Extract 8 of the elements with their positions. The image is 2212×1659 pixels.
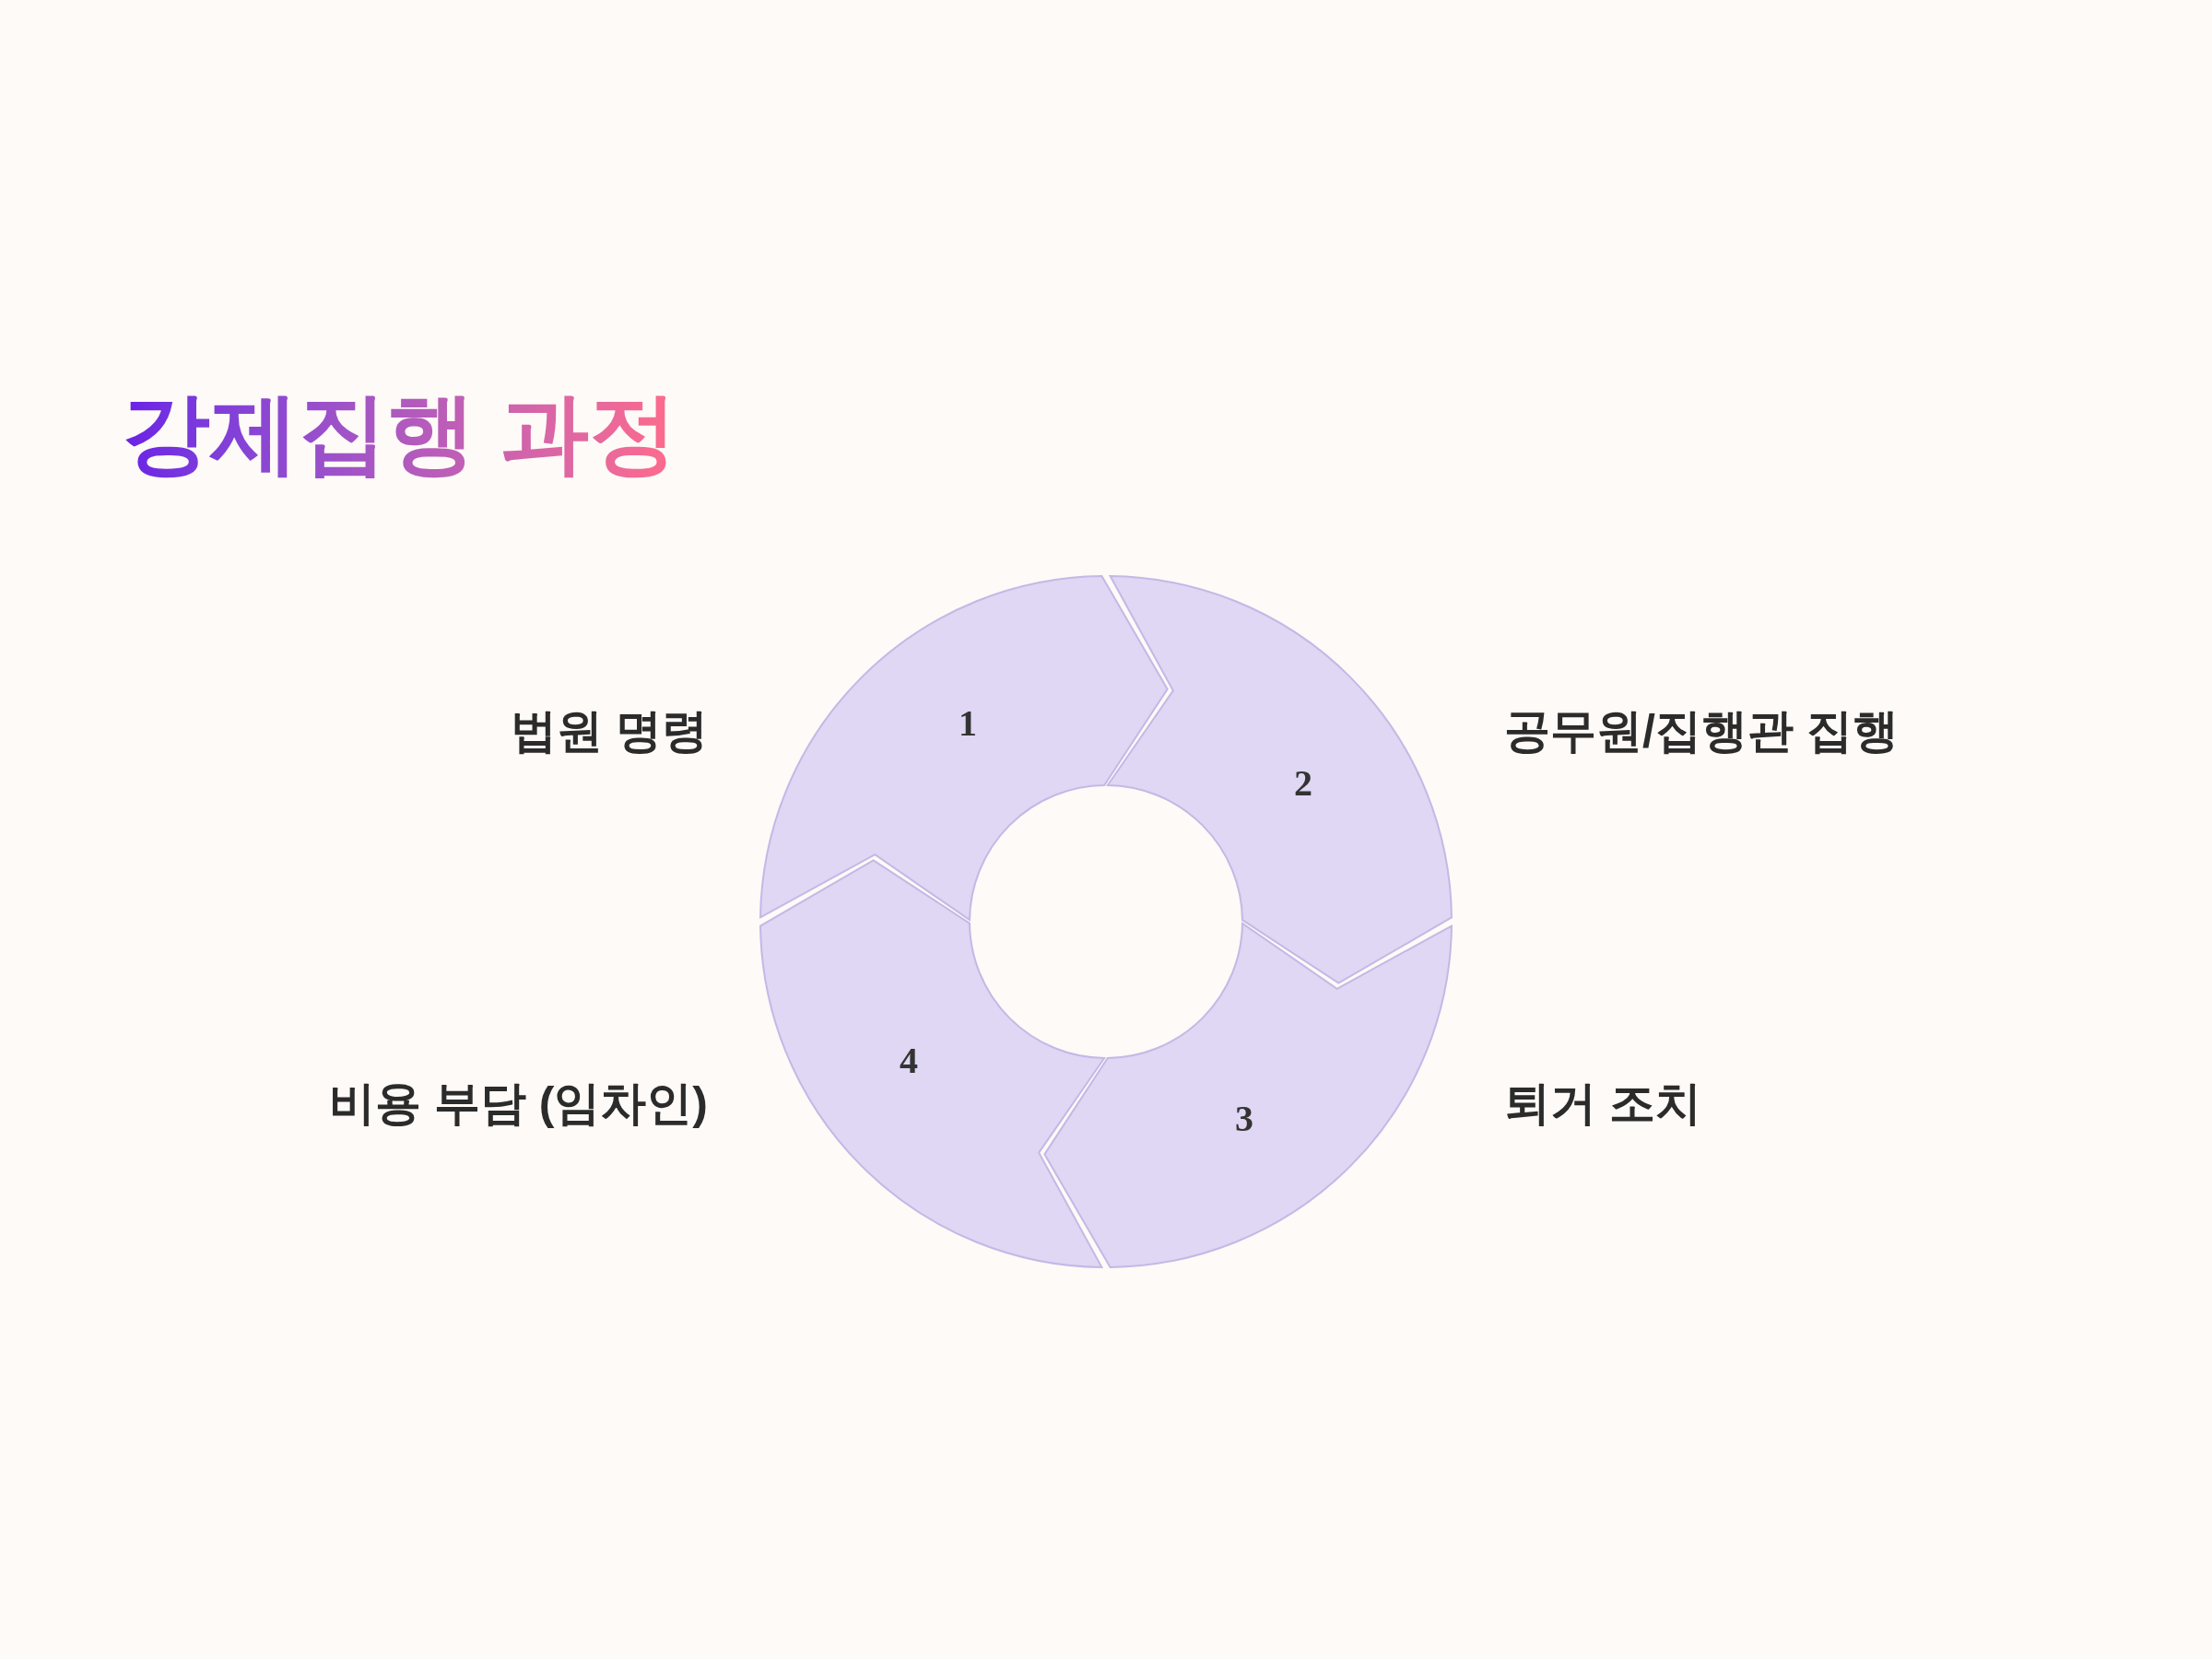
step-number: 2 [1294,761,1312,806]
step-number: 1 [959,701,977,746]
step-label: 공무원/집행관 집행 [1504,703,1899,759]
step-label: 비용 부담 (임차인) [328,1076,708,1131]
step-label: 법원 명령 [511,703,708,759]
step-number: 4 [900,1039,918,1083]
step-label: 퇴거 조치 [1504,1076,1701,1131]
step-number: 3 [1235,1097,1253,1141]
